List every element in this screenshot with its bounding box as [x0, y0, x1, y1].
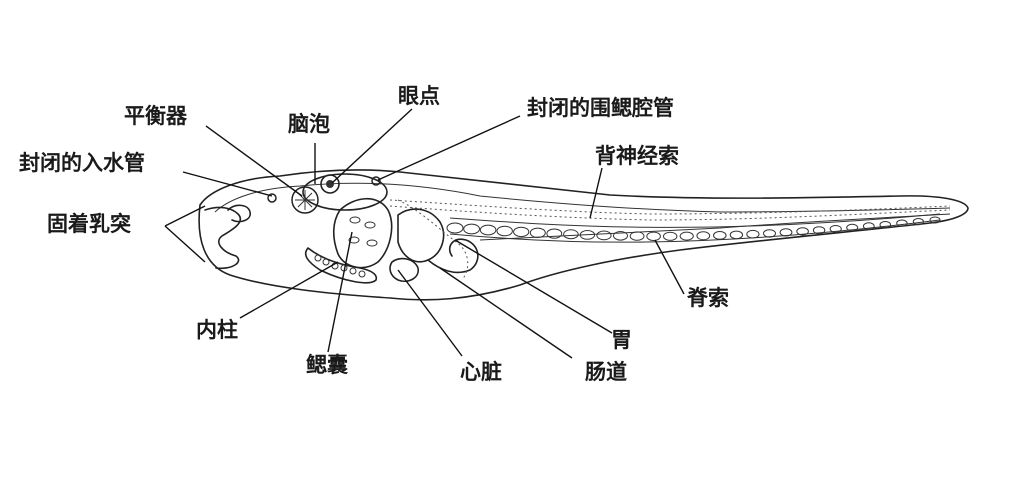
dorsal-nerve-cord-line-2: [389, 205, 951, 221]
notochord-cell: [529, 227, 546, 239]
notochord-cell: [613, 231, 628, 241]
notochord-cell: [846, 223, 859, 232]
notochord-cell: [812, 226, 826, 235]
endostyle-shape: [304, 247, 378, 284]
notochord-cell: [679, 231, 694, 241]
label-adhesive-papillae: 固着乳突: [47, 212, 131, 236]
label-endostyle: 内柱: [196, 318, 238, 342]
stomach-shape: [397, 208, 445, 263]
atrial-siphon-knob: [371, 176, 381, 186]
notochord-cell: [912, 218, 925, 226]
notochord-cell: [513, 226, 530, 238]
notochord-cell: [746, 229, 760, 239]
notochord-cell: [646, 231, 661, 242]
body-outline: [198, 169, 969, 301]
brain-vesicle-shape: [302, 173, 388, 211]
label-atrial-siphon: 封闭的围鳃腔管: [527, 96, 674, 120]
papilla-top: [227, 204, 251, 223]
notochord-cells: [449, 213, 941, 243]
notochord-cell: [663, 231, 678, 241]
label-brain-vesicle: 脑泡: [288, 112, 330, 136]
body-inner-line: [214, 182, 951, 213]
notochord-cell: [479, 224, 497, 236]
heart-shape: [389, 257, 419, 283]
notochord-cell: [563, 229, 579, 240]
notochord-cell: [829, 225, 842, 233]
label-oral-siphon: 封闭的入水管: [19, 151, 145, 175]
notochord-cell: [896, 219, 908, 227]
tail-inner-line: [479, 213, 951, 241]
pharynx-slits: [348, 216, 378, 247]
notochord-cell: [596, 230, 612, 241]
adhesive-papillae-shape: [204, 206, 242, 270]
balancer-shape: [291, 186, 319, 214]
pharynx-shape: [332, 197, 393, 269]
notochord-cell: [446, 222, 464, 234]
notochord-cell: [879, 221, 892, 229]
label-intestine: 肠道: [585, 360, 627, 384]
label-heart: 心脏: [460, 360, 502, 384]
leader-lines: [164, 108, 685, 359]
eyespot-shape: [320, 174, 340, 194]
oral-siphon-knob: [267, 193, 277, 203]
notochord-cell-chain: [446, 216, 941, 242]
notochord-cell: [763, 229, 776, 238]
label-dorsal-nerve-cord: 背神经索: [595, 144, 679, 168]
notochord-cell: [629, 231, 645, 241]
notochord-cell: [696, 231, 711, 241]
notochord-cell: [463, 223, 481, 235]
notochord-cell: [546, 228, 563, 239]
notochord-cell: [796, 227, 809, 236]
label-balancer: 平衡器: [124, 104, 187, 128]
notochord-cell: [729, 230, 744, 240]
label-notochord: 脊索: [687, 286, 729, 310]
notochord-cell: [862, 222, 875, 230]
dorsal-nerve-cord-line: [389, 199, 951, 215]
label-pharynx: 鳃囊: [306, 353, 348, 377]
notochord-cell: [713, 231, 727, 240]
notochord-cell: [929, 216, 941, 224]
notochord-cell: [496, 225, 513, 237]
label-eyespot: 眼点: [398, 84, 440, 108]
notochord-cell: [779, 228, 793, 237]
label-stomach: 胃: [611, 328, 632, 352]
notochord-cell: [579, 230, 596, 240]
